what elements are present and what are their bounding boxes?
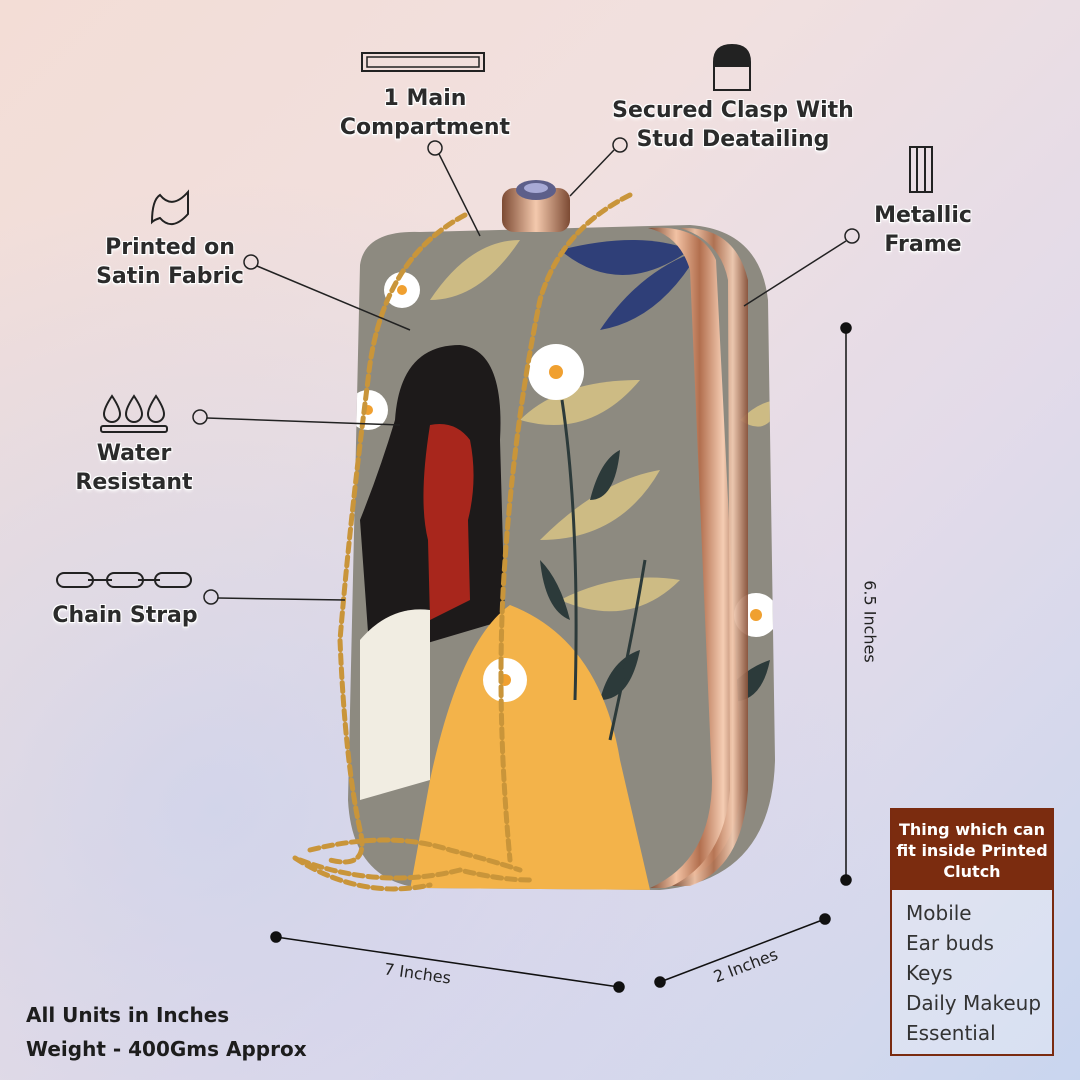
clasp-stud	[502, 180, 570, 232]
fits-inside-title: Thing which can fit inside Printed Clutc…	[892, 810, 1052, 890]
fits-inside-list: Mobile Ear buds Keys Daily Makeup Essent…	[892, 890, 1052, 1048]
dimension-lines	[270, 322, 852, 993]
metal-bars-icon	[909, 146, 933, 193]
chain-strap	[292, 192, 633, 892]
clasp-label: Secured Clasp With Stud Deatailing	[612, 98, 854, 152]
leader-lines	[192, 137, 860, 605]
height-dimension-label: 6.5 Inches	[860, 580, 880, 663]
fabric-wave-icon	[150, 189, 189, 225]
units-note: All Units in Inches	[26, 1003, 230, 1027]
list-item: Keys	[906, 961, 953, 985]
chain-link-icon	[56, 572, 192, 588]
frame-label: Metallic Frame	[874, 203, 972, 257]
clasp-icon	[713, 43, 751, 91]
weight-note: Weight - 400Gms Approx	[26, 1037, 307, 1061]
water-drops-icon	[100, 394, 168, 433]
rectangle-slot-icon	[361, 52, 485, 72]
metallic-frame	[648, 227, 748, 889]
fabric-label: Printed on Satin Fabric	[96, 235, 244, 289]
water-label: Water Resistant	[75, 441, 193, 495]
list-item: Daily Makeup	[906, 991, 1042, 1015]
list-item: Ear buds	[906, 931, 994, 955]
chain-label: Chain Strap	[52, 603, 198, 628]
compartment-label: 1 Main Compartment	[339, 86, 511, 140]
list-item: Mobile	[906, 901, 972, 925]
fits-inside-box: Thing which can fit inside Printed Clutc…	[890, 808, 1054, 1056]
clutch-body	[348, 225, 775, 890]
list-item: Essential	[906, 1021, 996, 1045]
